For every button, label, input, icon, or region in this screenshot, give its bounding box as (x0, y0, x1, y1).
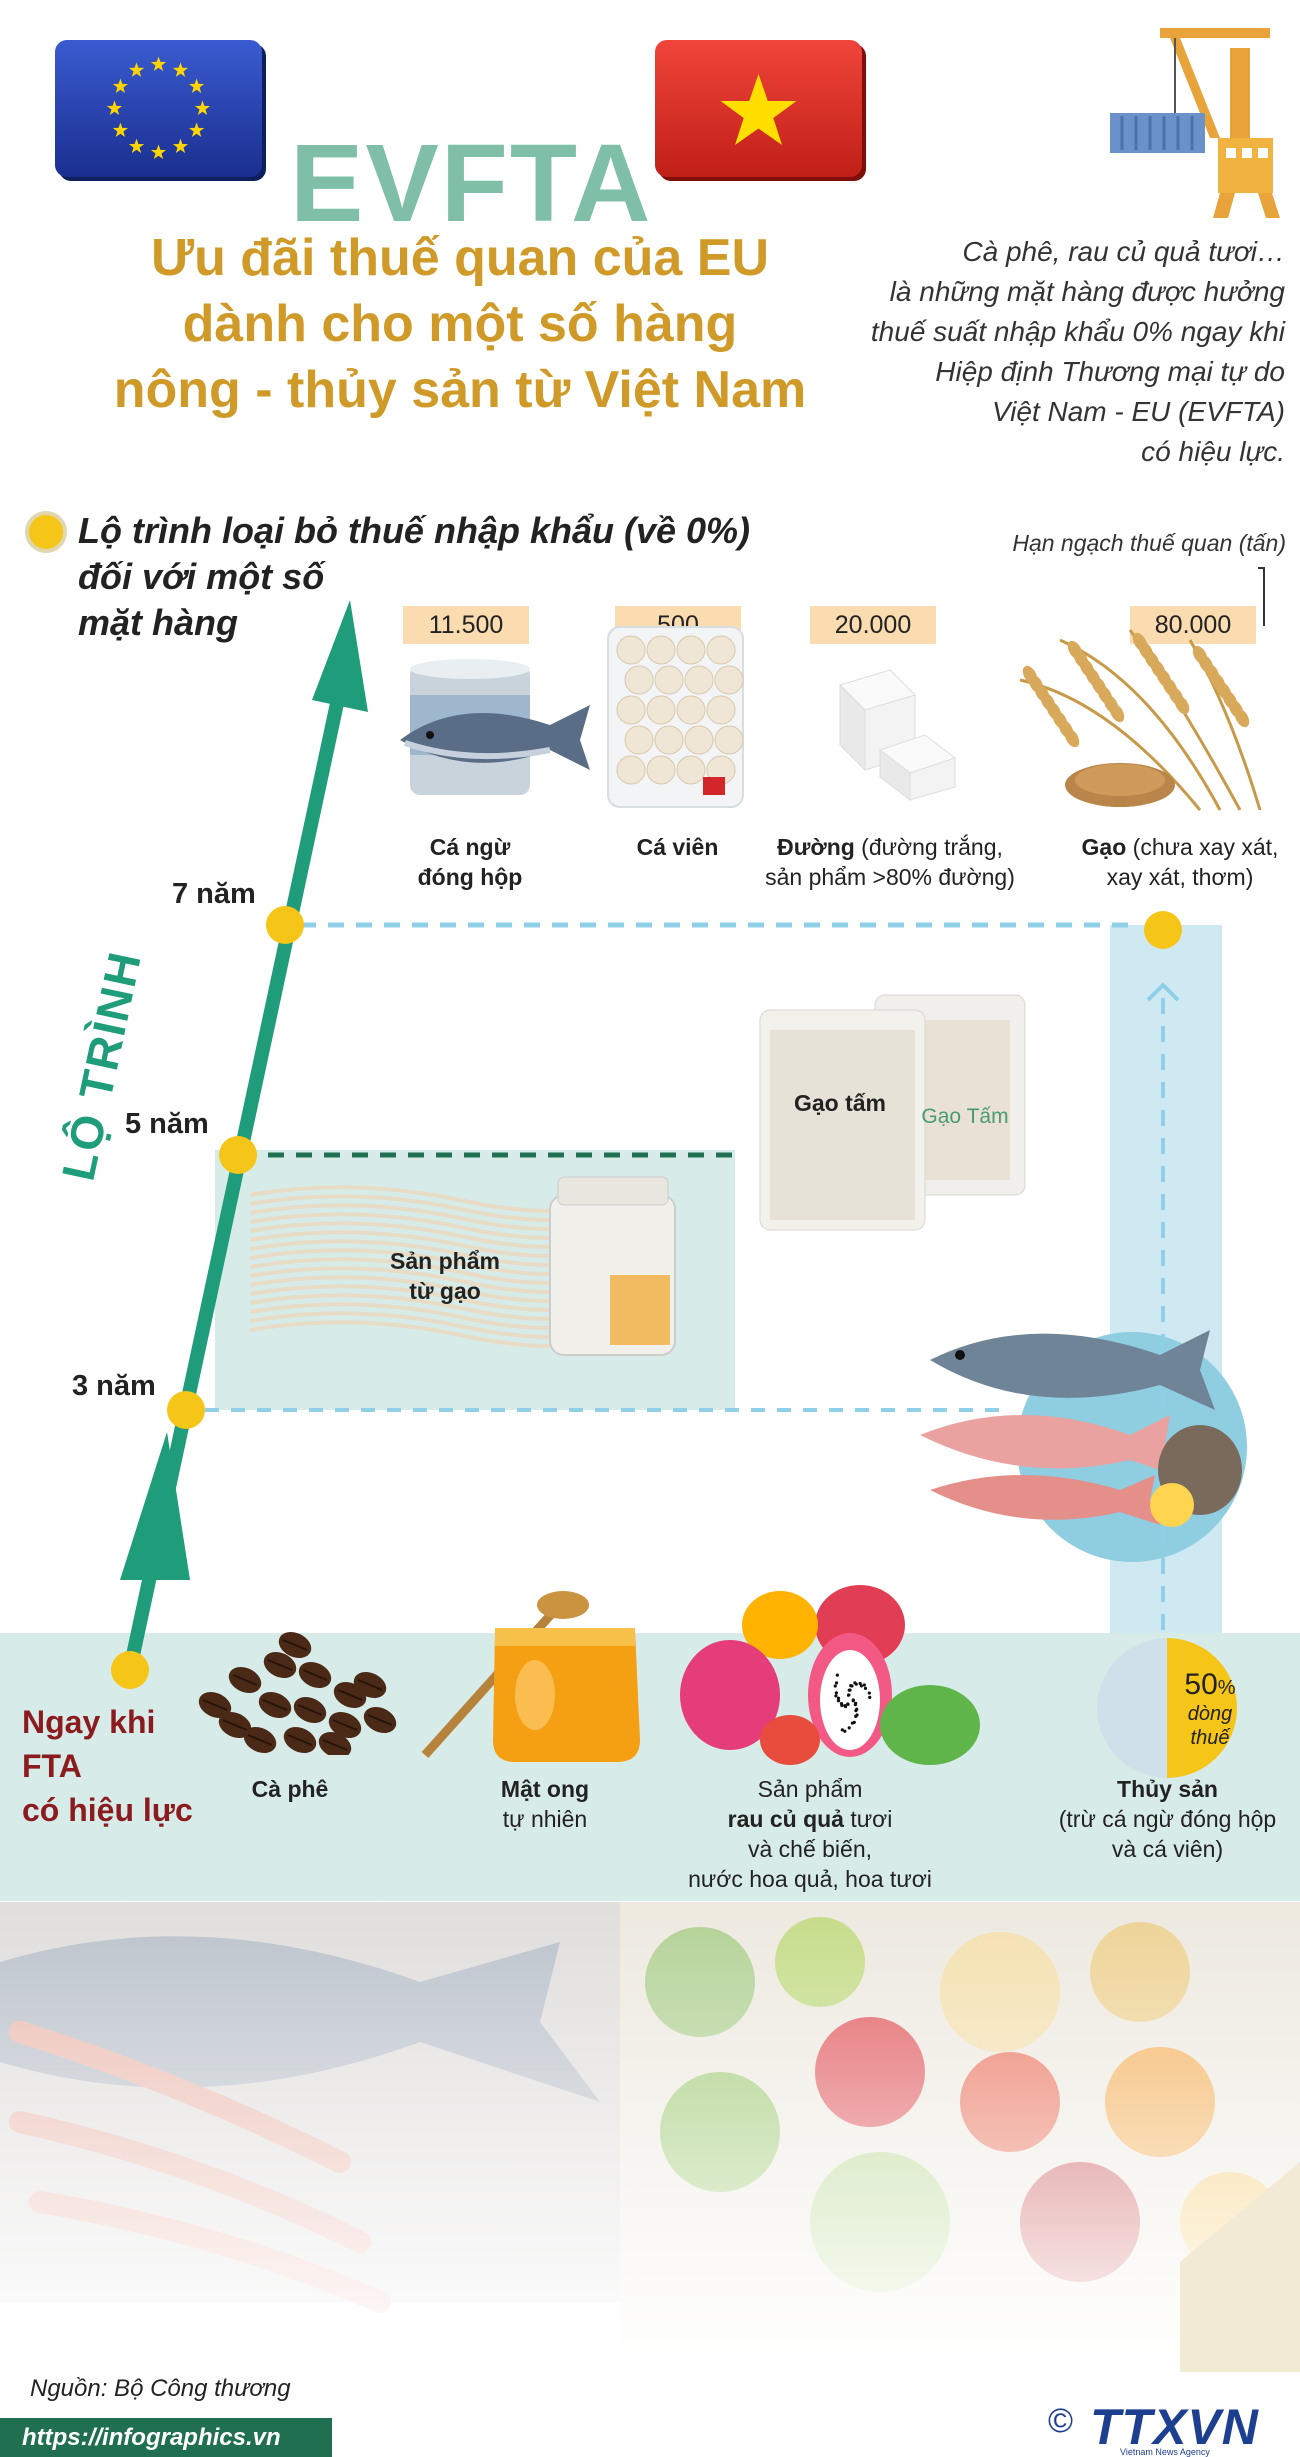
label-line: nước hoa quả, hoa tươi (688, 1866, 932, 1892)
source-text: Nguồn: Bộ Công thương (30, 2375, 291, 2402)
label-bold: rau củ quả (727, 1806, 844, 1832)
year-dot-7 (266, 906, 304, 944)
label-line: xay xát, thơm) (1106, 864, 1254, 890)
quota-label: Hạn ngạch thuế quan (tấn) (1012, 530, 1286, 556)
label-bold: Thủy sản (1117, 1776, 1218, 1802)
label-line: đóng hộp (417, 864, 523, 890)
subtitle-line: nông - thủy sản từ Việt Nam (113, 361, 807, 419)
seafood-icon (920, 1330, 1242, 1527)
fish-balls-icon (607, 626, 744, 808)
label-line: tự nhiên (502, 1806, 588, 1832)
bag-print-text: Gạo Tấm (921, 1105, 1009, 1128)
rice-year-dot (1144, 911, 1182, 949)
label-line: từ gạo (409, 1278, 481, 1304)
port-crane-icon (1110, 28, 1280, 218)
footer-url-link[interactable]: https://infographics.vn (0, 2418, 332, 2457)
quota-badge-sugar: 20.000 (810, 606, 936, 644)
broken-rice-bags-icon (759, 994, 1026, 1231)
roadmap-title-line: mặt hàng (78, 602, 239, 643)
label-coffee: Cà phê (251, 1776, 329, 1802)
label-rice-products: Sản phẩm từ gạo (355, 1246, 535, 1306)
canned-tuna-icon (400, 659, 590, 795)
coffee-beans-icon (198, 1631, 397, 1755)
seafood-share-text: 50% dòng thuế (1170, 1668, 1250, 1750)
label-line: (trừ cá ngừ đóng hộp (1058, 1806, 1277, 1832)
label-bold: Gạo (1081, 834, 1127, 860)
year-label-3: 3 năm (72, 1370, 156, 1402)
intro-line: thuế suất nhập khẩu 0% ngay khi (870, 316, 1285, 347)
label-honey: Mật ong tự nhiên (460, 1774, 630, 1834)
year-dot-5 (219, 1136, 257, 1174)
label-line: Cá ngừ (429, 834, 511, 860)
sugar-cubes-icon (839, 669, 957, 802)
label-rest: (đường trắng, (854, 834, 1003, 860)
page-title: EVFTA (290, 122, 653, 245)
quota-badge-tuna: 11.500 (403, 606, 529, 644)
label-rest: (chưa xay xát, (1126, 834, 1279, 860)
intro-line: Việt Nam - EU (EVFTA) (991, 396, 1285, 427)
quota-badge-rice: 80.000 (1130, 606, 1256, 644)
copyright-icon: © (1048, 2402, 1074, 2440)
intro-text: Cà phê, rau củ quả tươi… là những mặt hà… (830, 232, 1285, 472)
roadmap-title-line: đối với một số (78, 556, 325, 597)
subtitle-line: dành cho một số hàng (182, 295, 738, 353)
immediate-label-line: Ngay khi (22, 1704, 156, 1740)
roadmap-lines (111, 600, 1182, 1689)
label-line: và cá viên) (1111, 1836, 1224, 1862)
pie-share-slice (1167, 1638, 1237, 1778)
label-line: và chế biến, (747, 1836, 873, 1862)
label-rice: Gạo (chưa xay xát, xay xát, thơm) (1060, 832, 1300, 892)
label-broken-rice: Gạo tấm (793, 1090, 887, 1116)
roadmap-arrow-head-icon (312, 600, 368, 712)
page-subtitle: Ưu đãi thuế quan của EU dành cho một số … (100, 225, 820, 423)
year-dot-3 (167, 1391, 205, 1429)
seafood-share-pie (1097, 1638, 1237, 1778)
bottom-photo-collage (0, 1902, 1300, 2372)
share-value: 50 (1184, 1668, 1218, 1701)
label-seafood: Thủy sản (trừ cá ngừ đóng hộp và cá viên… (1040, 1774, 1295, 1864)
label-bold: Đường (777, 834, 855, 860)
intro-line: Hiệp định Thương mại tự do (935, 356, 1285, 387)
year-label-5: 5 năm (125, 1108, 209, 1140)
fruits-vegetables-icon (680, 1585, 980, 1765)
noodle-jar-icon (549, 1176, 676, 1356)
seafood-arrow-icon (1146, 982, 1180, 1002)
subtitle-line: Ưu đãi thuế quan của EU (150, 229, 770, 287)
share-line: dòng (1187, 1703, 1233, 1725)
immediate-band (0, 1633, 1300, 1901)
intro-line: có hiệu lực. (1141, 436, 1285, 467)
bullet-dot-icon (25, 511, 67, 553)
intro-line: là những mặt hàng được hưởng (889, 276, 1285, 307)
label-bold: Mật ong (500, 1776, 590, 1802)
immediate-label-line: FTA (22, 1748, 82, 1784)
year-dot-now (111, 1651, 149, 1689)
eu-flag-icon (55, 40, 266, 181)
agency-subtitle: Vietnam News Agency (1120, 2447, 1210, 2457)
honey-jar-icon (421, 1591, 640, 1762)
roadmap-title: Lộ trình loại bỏ thuế nhập khẩu (về 0%) … (78, 508, 751, 646)
agency-logo: TTXVN (1090, 2399, 1259, 2455)
vietnam-flag-icon (655, 40, 866, 181)
label-sugar: Đường (đường trắng, sản phẩm >80% đường) (745, 832, 1035, 892)
year-label-7: 7 năm (172, 878, 256, 910)
label-rest: tươi (843, 1806, 893, 1832)
label-fishball: Cá viên (636, 834, 719, 860)
label-produce: Sản phẩm rau củ quả tươi và chế biến, nư… (645, 1774, 975, 1894)
quota-pointer (1258, 567, 1265, 626)
intro-line: Cà phê, rau củ quả tươi… (962, 236, 1285, 267)
rice-grain-icon (1019, 629, 1262, 811)
immediate-label-line: có hiệu lực (22, 1792, 193, 1828)
label-tuna: Cá ngừ đóng hộp (380, 832, 560, 892)
roadmap-title-line: Lộ trình loại bỏ thuế nhập khẩu (về 0%) (78, 510, 751, 551)
label-line: sản phẩm >80% đường) (765, 864, 1015, 890)
share-line: thuế (1190, 1727, 1230, 1749)
roadmap-arrow-small-head-icon (120, 1432, 190, 1580)
immediate-label: Ngay khi FTA có hiệu lực (22, 1700, 242, 1832)
share-unit: % (1217, 1677, 1236, 1699)
label-line: Sản phẩm (390, 1248, 500, 1274)
label-line: Sản phẩm (757, 1776, 863, 1802)
